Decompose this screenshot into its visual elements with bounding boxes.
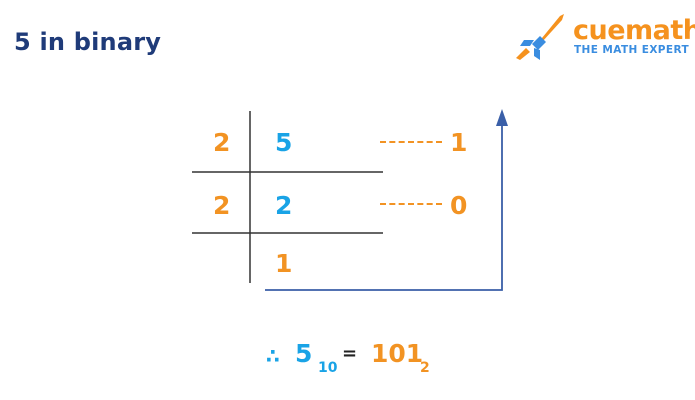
result-decimal: 5 (295, 339, 313, 368)
read-direction-arrow (265, 122, 503, 291)
result-decimal-base: 10 (318, 360, 338, 376)
remainder-2: 0 (450, 191, 468, 220)
dividend-1: 5 (275, 128, 293, 157)
logo-tagline: THE MATH EXPERT (574, 44, 690, 56)
remainder-1: 1 (450, 128, 468, 157)
result-binary-base: 2 (420, 360, 430, 376)
logo-wordmark: cuemath (573, 15, 695, 46)
arrow-head-icon (496, 109, 508, 126)
divisor-2: 2 (213, 191, 231, 220)
equals-sign: = (342, 343, 358, 364)
result-binary: 101 (371, 339, 424, 368)
divisor-1: 2 (213, 128, 231, 157)
dash-connector-1 (380, 141, 442, 143)
dividend-2: 2 (275, 191, 293, 220)
rocket-icon (516, 14, 564, 60)
final-quotient: 1 (275, 249, 293, 278)
therefore-symbol: ∴ (266, 344, 280, 368)
dash-connector-2 (380, 203, 442, 205)
page-title: 5 in binary (14, 28, 162, 56)
